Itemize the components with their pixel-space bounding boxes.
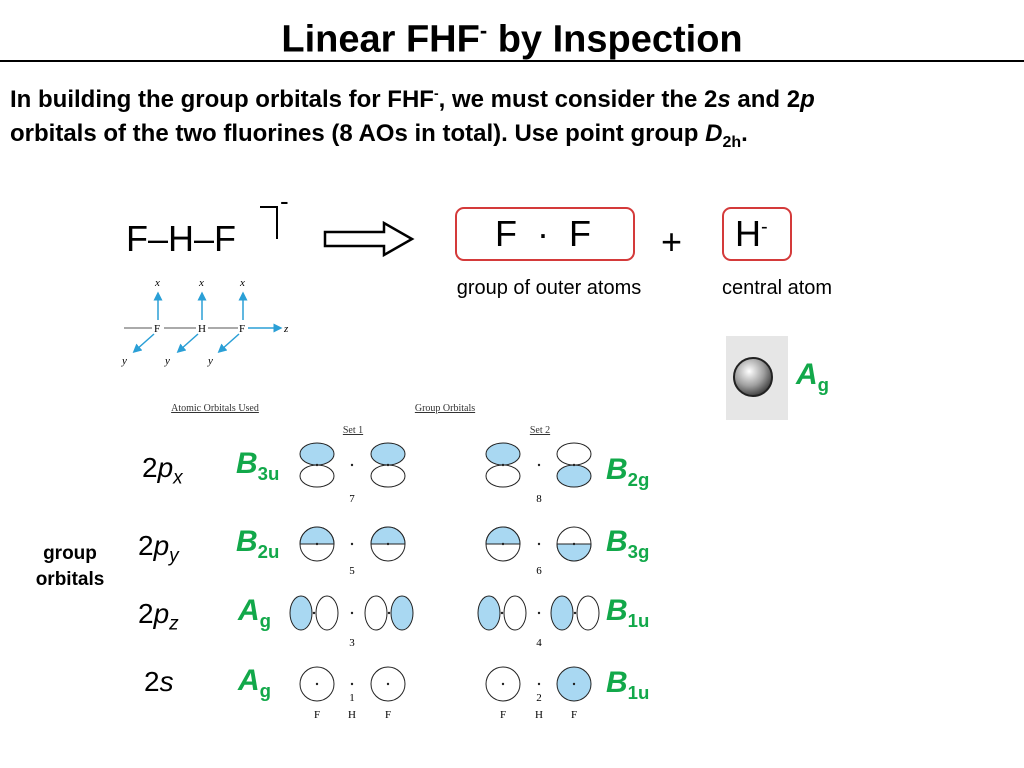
axis-label-y: y <box>207 355 213 367</box>
charge-bracket <box>260 206 278 239</box>
symmetry-label-set2: B1u <box>606 594 650 631</box>
axis-label-y: y <box>121 355 127 367</box>
orbital-number: 8 <box>536 493 542 505</box>
molecule-charge: - <box>280 186 289 216</box>
orbital-number: 6 <box>536 565 542 577</box>
p-lobe <box>299 526 335 545</box>
orbital-label-2pz: 2pz <box>138 598 179 635</box>
orbital-number: 3 <box>349 637 355 649</box>
p-lobe <box>556 442 592 466</box>
orbital-label-2py: 2py <box>138 530 179 567</box>
plus-sign: + <box>661 221 683 262</box>
header-group-orbitals: Group Orbitals <box>414 403 476 414</box>
symmetry-label-set1: Ag <box>238 664 272 701</box>
outer-atoms-box <box>455 207 635 261</box>
p-lobe <box>370 464 406 488</box>
atom-label: F <box>314 709 320 721</box>
orbital-number: 7 <box>349 493 355 505</box>
symmetry-label-set1: B3u <box>236 447 280 484</box>
symmetry-label-set2: B1u <box>606 666 650 703</box>
axis-diagram: x x x y y y z F H F <box>121 277 289 367</box>
central-atom-box <box>722 207 792 261</box>
atom-label: H <box>535 709 543 721</box>
p-lobe <box>576 595 600 631</box>
atom-label: H <box>348 709 356 721</box>
axis-label-x: x <box>154 277 160 289</box>
right-arrow-icon <box>323 220 415 258</box>
orbital-number: 2 <box>536 692 542 704</box>
header-set2: Set 2 <box>529 425 551 436</box>
outer-atoms-formula: F · F <box>495 213 591 254</box>
atom-label: F <box>385 709 391 721</box>
molecule-formula: F–H–F <box>126 218 237 259</box>
group-orbital-drawings: 7 8 5 6 3 4 1 2 F H F F H F <box>289 442 600 721</box>
central-orbital-symmetry: Ag <box>796 358 830 395</box>
atom-label: F <box>154 323 160 335</box>
atom-label: F <box>571 709 577 721</box>
orbital-number: 5 <box>349 565 355 577</box>
symmetry-label-set2: B2g <box>606 453 650 490</box>
p-lobe <box>477 595 501 631</box>
header-set1: Set 1 <box>342 425 364 436</box>
axis-label-y: y <box>164 355 170 367</box>
p-lobe <box>390 595 414 631</box>
axis-label-z: z <box>283 323 289 335</box>
p-lobe <box>370 526 406 545</box>
atom-label: F <box>500 709 506 721</box>
orbital-number: 4 <box>536 637 542 649</box>
p-lobe <box>299 464 335 488</box>
central-atom-caption: central atom <box>722 277 833 299</box>
symmetry-label-set2: B3g <box>606 525 650 562</box>
p-lobe <box>485 526 521 545</box>
p-lobe <box>289 595 313 631</box>
axis-label-x: x <box>239 277 245 289</box>
p-lobe <box>550 595 574 631</box>
atom-label: H <box>198 323 206 335</box>
p-lobe <box>556 464 592 488</box>
s-orbital-sphere-icon <box>733 357 773 397</box>
symmetry-label-set1: Ag <box>238 594 272 631</box>
p-lobe <box>364 595 388 631</box>
orbital-label-2s: 2s <box>144 666 174 697</box>
intro-text: In building the group orbitals for FHF-,… <box>10 85 815 151</box>
p-lobe <box>370 442 406 466</box>
p-lobe <box>556 543 592 562</box>
header-atomic-orbitals: Atomic Orbitals Used <box>171 403 259 414</box>
p-lobe <box>299 442 335 466</box>
central-atom-formula: H- <box>735 213 768 254</box>
orbital-label-2px: 2px <box>142 452 183 489</box>
page-title: Linear FHF- by Inspection <box>281 18 743 61</box>
symmetry-label-set1: B2u <box>236 525 280 562</box>
orbital-number: 1 <box>349 692 355 704</box>
axis-label-x: x <box>198 277 204 289</box>
atom-label: F <box>239 323 245 335</box>
outer-atoms-caption: group of outer atoms <box>456 277 642 299</box>
title-divider <box>0 60 1024 62</box>
p-lobe <box>503 595 527 631</box>
p-lobe <box>315 595 339 631</box>
p-lobe <box>485 442 521 466</box>
p-lobe <box>485 464 521 488</box>
